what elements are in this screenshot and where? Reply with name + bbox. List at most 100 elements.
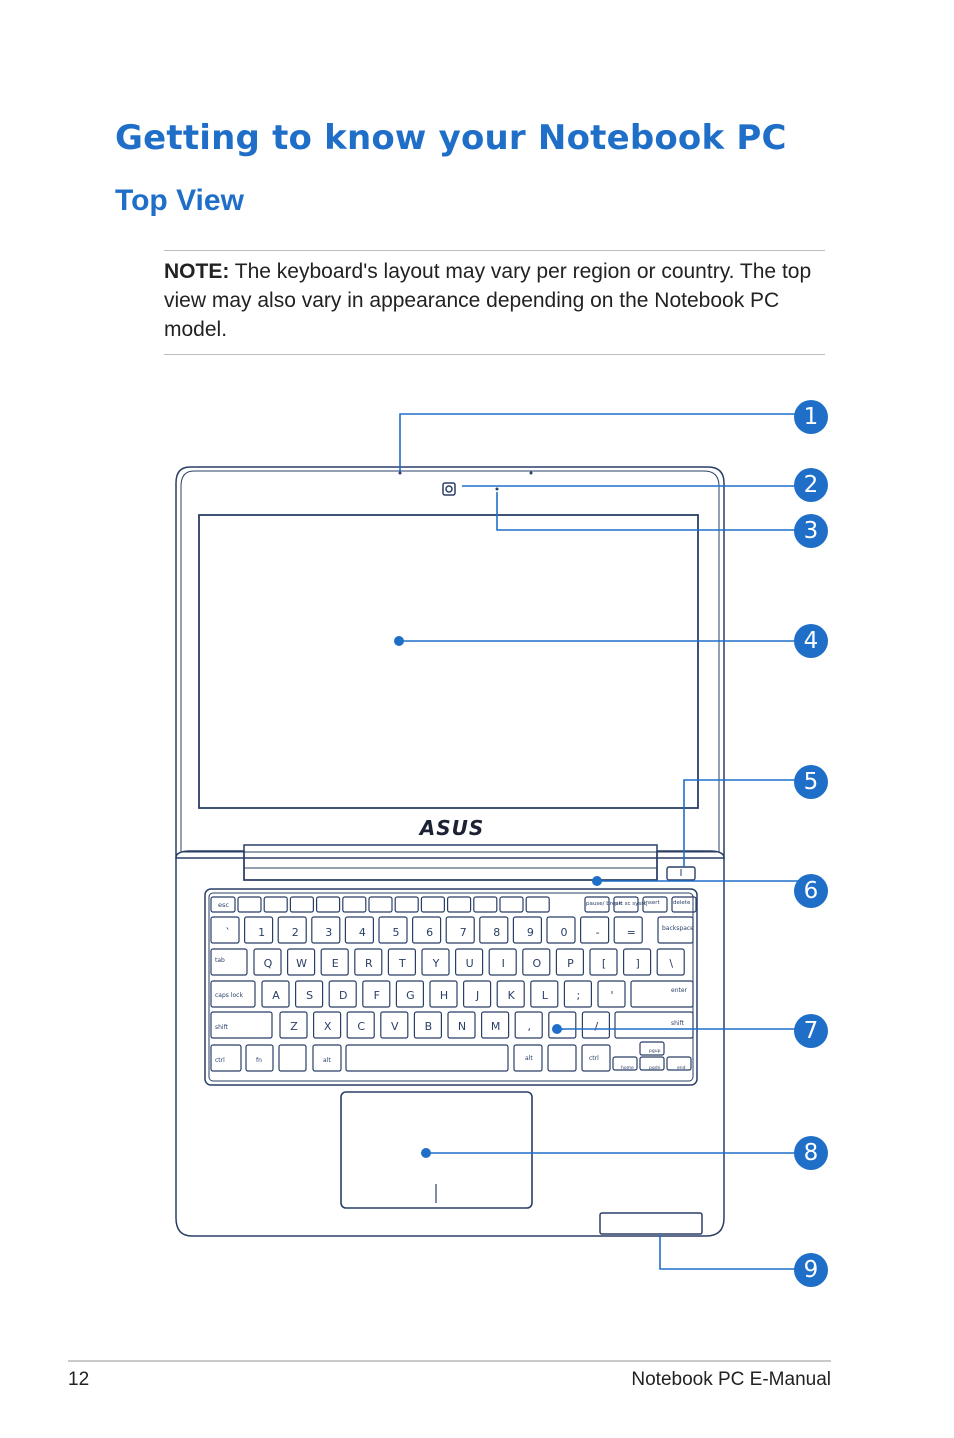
function-key: [289, 896, 314, 913]
key-alt-left-cap: [312, 1044, 342, 1072]
key-alt-right-cap: [513, 1044, 543, 1072]
letter-key: [581, 1011, 611, 1039]
letter-key: [421, 948, 450, 976]
key-glyph: ]: [635, 957, 639, 970]
function-key: [525, 896, 550, 913]
key-glyph: K: [508, 989, 516, 1002]
hinge: [243, 844, 658, 881]
keyboard-keys: [210, 896, 697, 1072]
key-glyph: =: [627, 926, 636, 939]
letter-key: [313, 1011, 342, 1039]
number-key: [378, 916, 408, 944]
manual-title: Notebook PC E-Manual: [631, 1369, 831, 1390]
lid-inner-outline: [180, 470, 720, 853]
display-screen: [198, 514, 699, 809]
key-pause: pause/ break: [586, 901, 623, 907]
key-glyph: F: [374, 989, 380, 1002]
key-ctrl-right: ctrl: [589, 1055, 599, 1062]
key-glyph: 7: [460, 926, 467, 939]
key-ctrl-right-cap: [581, 1044, 611, 1072]
camera-icon: [442, 482, 456, 496]
key-fn-cap: [245, 1044, 274, 1072]
function-key: [447, 896, 472, 913]
letter-key: [362, 980, 391, 1008]
key-glyph: L: [542, 989, 549, 1002]
key-glyph: N: [458, 1020, 466, 1033]
key-home: home: [621, 1065, 634, 1071]
key-glyph: /: [595, 1020, 599, 1033]
key-esc: esc: [218, 901, 229, 909]
key-tab-cap: [210, 948, 248, 976]
note-top-rule: [164, 250, 825, 251]
key-glyph: D: [339, 989, 347, 1002]
function-key: [394, 896, 419, 913]
key-right-cap: [666, 1056, 692, 1071]
letter-key: [548, 1011, 577, 1039]
key-glyph: ,: [527, 1020, 531, 1033]
callout-7: 7: [794, 1014, 828, 1048]
letter-key: [656, 948, 685, 976]
key-pgdn: pgdn: [649, 1065, 661, 1071]
key-glyph: 5: [393, 926, 400, 939]
number-key: [244, 916, 274, 944]
letter-key: [328, 980, 357, 1008]
number-key: [546, 916, 576, 944]
key-down-cap: [639, 1056, 665, 1071]
key-glyph: 8: [493, 926, 500, 939]
base-outline: [175, 850, 725, 1237]
key-glyph: H: [440, 989, 448, 1002]
letter-key: [295, 980, 324, 1008]
key-alt-left: alt: [323, 1057, 331, 1064]
letter-key: [622, 948, 652, 976]
letter-key: [563, 980, 593, 1008]
letter-key: [496, 980, 525, 1008]
function-key: [420, 896, 445, 913]
letter-key: [387, 948, 416, 976]
number-key: [277, 916, 307, 944]
key-end: end: [677, 1065, 686, 1071]
key-tab: tab: [215, 957, 225, 964]
letter-key: [395, 980, 424, 1008]
function-key: [237, 896, 262, 913]
letter-key: [354, 948, 383, 976]
number-key: [613, 916, 643, 944]
callout-lines: [399, 413, 800, 1270]
key-glyph: V: [391, 1020, 399, 1033]
number-key: [579, 916, 610, 944]
key-glyph: 1: [258, 926, 265, 939]
key-pgup: pgup: [649, 1049, 661, 1054]
key-glyph: 0: [561, 926, 568, 939]
key-glyph: M: [491, 1020, 501, 1033]
key-glyph: W: [296, 957, 307, 970]
letter-key: [481, 1011, 510, 1039]
key-glyph: Q: [264, 957, 273, 970]
key-glyph: S: [306, 989, 313, 1002]
keyboard: [204, 888, 698, 1086]
letter-key: [380, 1011, 409, 1039]
asus-logo: ASUS: [418, 816, 485, 840]
letter-key: [261, 980, 290, 1008]
key-glyph: Y: [432, 957, 440, 970]
key-glyph: 3: [325, 926, 332, 939]
key-menu-cap: [547, 1044, 577, 1072]
key-glyph: [: [602, 957, 606, 970]
key-glyph: 2: [292, 926, 299, 939]
letter-key: [287, 948, 316, 976]
letter-key: [429, 980, 458, 1008]
number-key: [512, 916, 543, 944]
key-glyph: \: [669, 957, 673, 970]
key-ctrl-left-cap: [210, 1044, 242, 1072]
callout-3: 3: [794, 514, 828, 548]
key-glyph: .: [561, 1020, 565, 1033]
key-backspace-cap: [657, 916, 694, 944]
key-glyph: B: [425, 1020, 433, 1033]
key-glyph: ': [610, 989, 613, 1002]
letter-key: [447, 1011, 476, 1039]
key-glyph: X: [324, 1020, 332, 1033]
callout-anchor-dots: [394, 636, 602, 1158]
key-glyph: ;: [577, 989, 581, 1002]
callout-2: 2: [794, 468, 828, 502]
key-ctrl-left: ctrl: [215, 1057, 225, 1064]
page-number: 12: [68, 1369, 90, 1390]
